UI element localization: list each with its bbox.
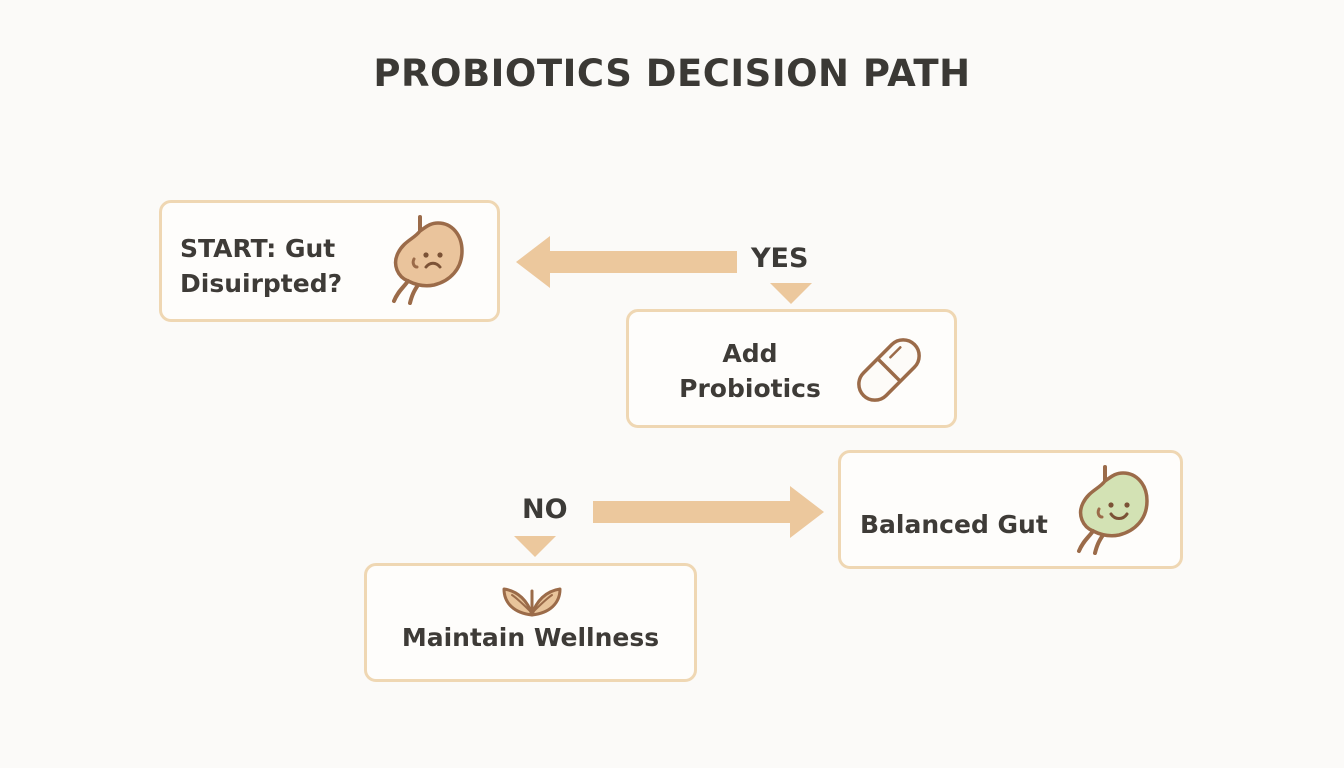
add-probiotics-line1: Add — [722, 339, 778, 368]
start-node[interactable]: START: Gut Disuirpted? — [159, 200, 500, 322]
sad-stomach-icon — [392, 215, 464, 305]
maintain-wellness-label: Maintain Wellness — [401, 623, 660, 652]
yes-label: YES — [751, 243, 809, 274]
capsule-icon — [857, 338, 921, 402]
yes-arrow — [516, 236, 737, 288]
add-probiotics-line2: Probiotics — [679, 374, 821, 403]
balanced-gut-node[interactable]: Balanced Gut — [838, 450, 1183, 569]
no-arrow — [593, 486, 824, 538]
start-node-line2: Disuirpted? — [180, 269, 343, 298]
maintain-wellness-node[interactable]: Maintain Wellness — [364, 563, 697, 682]
add-probiotics-node[interactable]: Add Probiotics — [626, 309, 957, 428]
diagram-title: PROBIOTICS DECISION PATH — [373, 52, 971, 95]
start-node-line1: START: Gut — [180, 234, 336, 263]
no-down-triangle — [514, 536, 556, 557]
leaf-sprout-icon — [502, 587, 562, 617]
happy-stomach-icon — [1077, 465, 1149, 555]
yes-down-triangle — [770, 283, 812, 304]
no-label: NO — [522, 494, 568, 525]
balanced-gut-label: Balanced Gut — [860, 510, 1048, 539]
